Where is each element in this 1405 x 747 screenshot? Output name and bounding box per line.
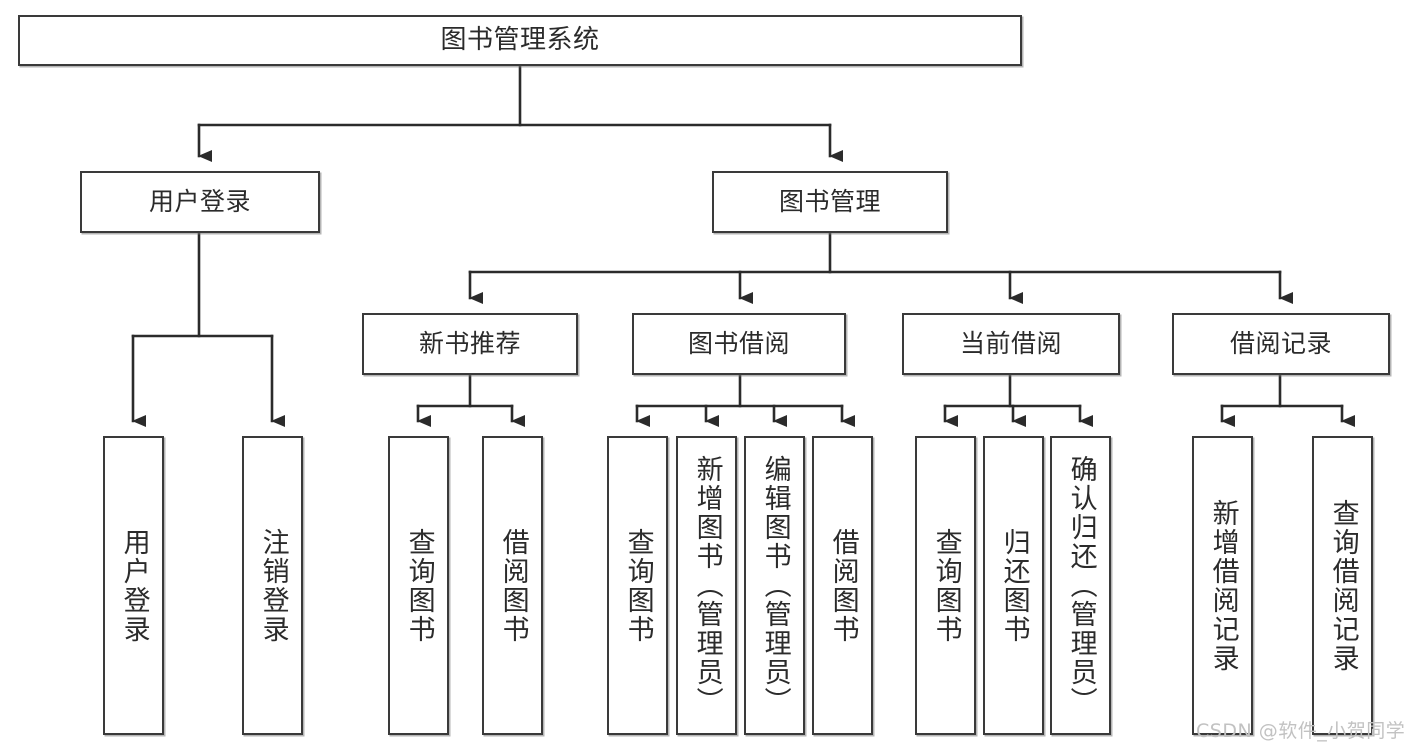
node-leaf-confirm-return[interactable]: 确认归还（管理员） [1050,436,1111,735]
node-label: 注销登录 [257,527,289,644]
node-label: 借阅图书 [497,527,529,644]
node-root-system[interactable]: 图书管理系统 [18,15,1022,66]
node-leaf-add-book[interactable]: 新增图书（管理员） [676,436,737,735]
node-borrow-record[interactable]: 借阅记录 [1172,313,1390,375]
node-label: 新增图书（管理员） [691,455,723,716]
node-leaf-query-book-1[interactable]: 查询图书 [388,436,449,735]
node-book-management[interactable]: 图书管理 [712,171,948,233]
node-leaf-user-login[interactable]: 用户登录 [103,436,164,735]
node-label: 图书管理 [778,187,881,217]
node-leaf-query-borrow-record[interactable]: 查询借阅记录 [1312,436,1373,735]
node-label: 用户登录 [148,187,251,217]
node-label: 查询图书 [930,527,962,644]
node-label: 查询图书 [622,527,654,644]
node-new-book-recommend[interactable]: 新书推荐 [362,313,578,375]
csdn-watermark: CSDN @软件_小贺同学 [1196,720,1405,742]
node-label: 当前借阅 [959,329,1062,359]
node-leaf-return-book[interactable]: 归还图书 [983,436,1044,735]
node-leaf-borrow-book-2[interactable]: 借阅图书 [812,436,873,735]
node-label: 图书借阅 [687,329,790,359]
node-leaf-borrow-book-1[interactable]: 借阅图书 [482,436,543,735]
node-label: 新书推荐 [418,329,521,359]
node-book-borrow[interactable]: 图书借阅 [632,313,846,375]
node-label: 借阅记录 [1229,329,1332,359]
node-label: 图书管理系统 [440,25,600,56]
node-label: 查询图书 [403,527,435,644]
node-leaf-query-book-3[interactable]: 查询图书 [915,436,976,735]
node-leaf-add-borrow-record[interactable]: 新增借阅记录 [1192,436,1253,735]
node-label: 用户登录 [118,527,150,644]
node-user-login[interactable]: 用户登录 [80,171,320,233]
node-label: 查询借阅记录 [1327,498,1359,673]
node-label: 新增借阅记录 [1207,498,1239,673]
node-label: 归还图书 [998,527,1030,644]
node-leaf-query-book-2[interactable]: 查询图书 [607,436,668,735]
node-current-borrow[interactable]: 当前借阅 [902,313,1120,375]
node-label: 借阅图书 [827,527,859,644]
node-label: 编辑图书（管理员） [759,455,791,716]
node-leaf-edit-book[interactable]: 编辑图书（管理员） [744,436,805,735]
node-leaf-logout-login[interactable]: 注销登录 [242,436,303,735]
node-label: 确认归还（管理员） [1065,455,1097,716]
